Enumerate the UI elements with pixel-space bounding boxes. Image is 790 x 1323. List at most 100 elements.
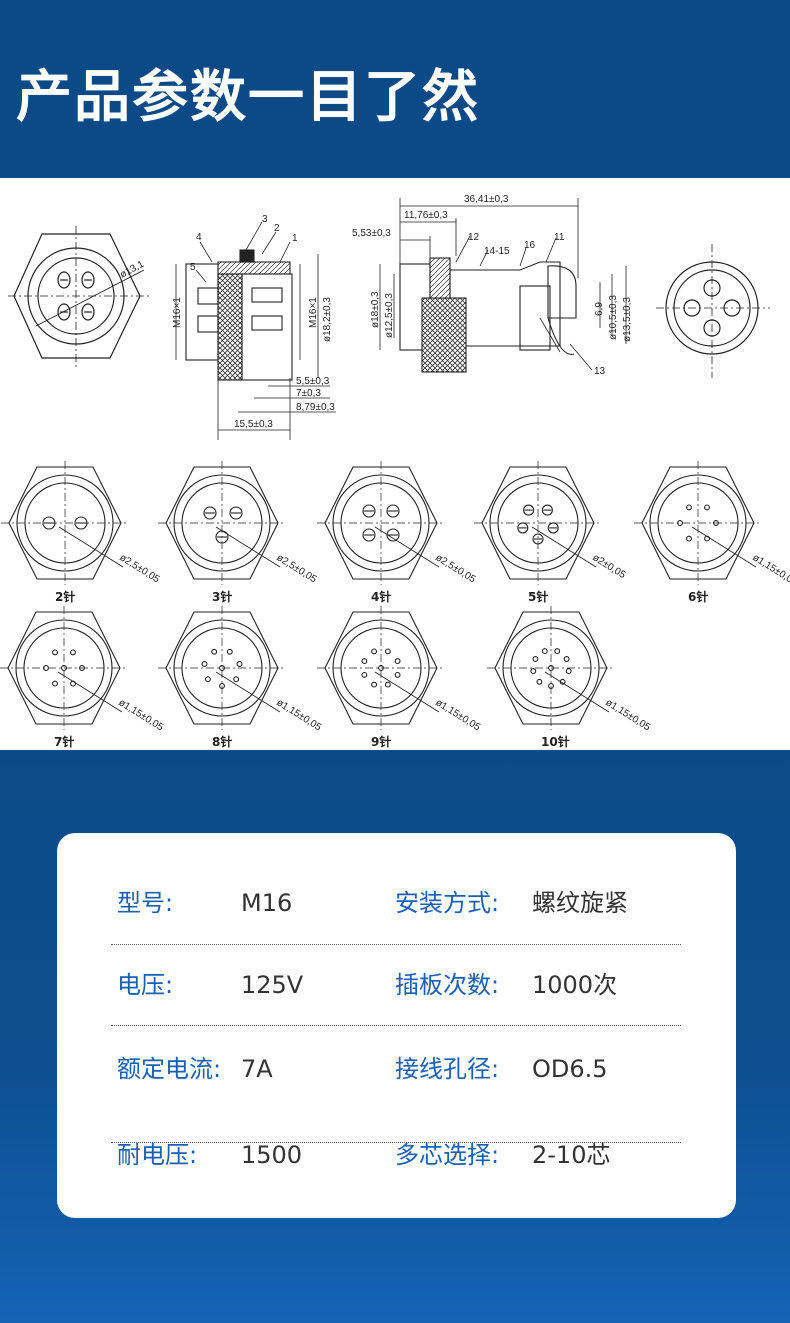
spec-row: 额定电流: 7A 接线孔径: OD6.5	[111, 1047, 681, 1143]
pin-hole	[79, 665, 85, 671]
pin-hole	[384, 681, 391, 688]
side-view	[175, 221, 336, 440]
pin-hole	[362, 528, 376, 542]
pin-dim: ø1,15±0,05	[274, 697, 323, 733]
pin-count-label: 10针	[541, 734, 570, 749]
pin-hole	[43, 665, 49, 671]
spec-section: 型号: M16 安装方式: 螺纹旋紧 电压: 125V 插板次数: 1000次 …	[0, 750, 790, 1323]
pin-hole	[536, 678, 543, 685]
dim-13-1: ø13,1	[118, 259, 146, 281]
pin-count-label: 2针	[55, 589, 75, 604]
pin-dim: ø1,15±0,05	[750, 552, 790, 588]
pin-hole	[378, 665, 384, 671]
dim-6-9: 6,9	[594, 302, 605, 316]
spec-card: 型号: M16 安装方式: 螺纹旋紧 电压: 125V 插板次数: 1000次 …	[57, 833, 736, 1218]
dim-10-5: ø10,5±0,3	[608, 295, 619, 340]
spec-row: 耐电压: 1500 多芯选择: 2-10芯	[111, 1133, 681, 1213]
spec-value: 螺纹旋紧	[532, 889, 628, 917]
pin-hole	[371, 648, 378, 655]
callout-12: 13	[594, 366, 606, 377]
spec-label: 插板次数:	[395, 971, 500, 999]
pin-hole	[361, 671, 368, 678]
spec-value: 1500	[241, 1141, 303, 1169]
row-divider	[111, 1142, 681, 1143]
pin-dim: ø2,5±0,05	[274, 552, 318, 585]
pin-hole	[677, 520, 683, 526]
pin-hole	[386, 504, 400, 518]
dim-8-79: 8,79±0,3	[296, 402, 335, 413]
dim-m16-a: M16×1	[172, 297, 183, 328]
spec-label: 电压:	[117, 971, 174, 999]
callout-3: 3	[262, 214, 268, 225]
pin-dim: ø1,15±0,05	[603, 697, 652, 733]
spec-label: 型号:	[117, 889, 174, 917]
pin-layout-6	[634, 461, 762, 585]
pin-hole	[52, 680, 58, 687]
pin-hole	[523, 504, 535, 516]
pin-dim: ø1,15±0,05	[433, 697, 482, 733]
pin-hole	[203, 506, 217, 520]
callout-1: 1	[292, 233, 298, 244]
pin-count-label: 8针	[212, 734, 232, 749]
pin-hole	[201, 661, 208, 667]
pin-hole	[394, 671, 401, 678]
dim-7: 7±0,3	[296, 388, 321, 399]
spec-row: 电压: 125V 插板次数: 1000次	[111, 963, 681, 1043]
front-view	[8, 226, 150, 368]
pin-layout-9	[317, 606, 445, 730]
callout-4: 4	[196, 232, 202, 243]
spec-label: 多芯选择:	[395, 1141, 500, 1169]
spec-value: 125V	[241, 971, 304, 999]
header-banner: 产品参数一目了然	[0, 0, 790, 178]
pin-hole	[236, 661, 243, 667]
pin-hole	[371, 681, 378, 688]
row-divider	[111, 1025, 681, 1026]
pin-hole	[565, 668, 572, 675]
callout-13: 12	[468, 232, 480, 243]
callout-2: 2	[274, 223, 280, 234]
spec-value: 2-10芯	[532, 1141, 611, 1169]
pin-count-label: 7针	[54, 734, 74, 749]
pin-hole	[541, 648, 548, 655]
pin-dim: ø2,5±0,05	[433, 552, 477, 585]
spec-label: 额定电流:	[117, 1055, 222, 1083]
dim-15-5: 15,5±0,3	[234, 419, 273, 430]
spec-value: OD6.5	[532, 1055, 608, 1083]
pin-hole	[384, 648, 391, 655]
dim-18-2: ø18,2±0,3	[322, 297, 333, 342]
pin-hole	[52, 649, 58, 656]
pin-hole	[233, 676, 240, 683]
pin-hole	[211, 648, 218, 655]
pin-hole	[42, 516, 56, 530]
spec-value: M16	[241, 889, 293, 917]
pin-hole	[548, 665, 554, 671]
pin-hole	[229, 506, 243, 520]
spec-label: 接线孔径:	[395, 1055, 500, 1083]
dim-m16-b: M16×1	[308, 297, 319, 328]
pin-hole	[74, 516, 88, 530]
pin-hole	[532, 533, 544, 545]
pin-count-label: 6针	[688, 589, 708, 604]
pin-count-label: 9针	[371, 734, 391, 749]
pin-hole	[713, 520, 719, 526]
callout-5: 5	[190, 262, 196, 273]
spec-row: 型号: M16 安装方式: 螺纹旋紧	[111, 881, 681, 961]
page-title: 产品参数一目了然	[16, 65, 480, 130]
pin-layout-4	[317, 461, 445, 585]
pin-hole	[61, 665, 67, 671]
rear-view	[656, 244, 770, 378]
drawing-svg: ø13,1 4 3 2	[0, 194, 790, 749]
pin-layout-2	[1, 461, 129, 585]
callout-16: 16	[524, 240, 536, 251]
spec-label: 安装方式:	[395, 889, 500, 917]
pin-hole	[532, 656, 539, 662]
dim-36-41: 36,41±0,3	[464, 194, 509, 205]
pin-hole	[517, 522, 529, 534]
pin-hole	[563, 656, 570, 662]
pin-hole	[686, 535, 692, 542]
pin-layout-3	[158, 461, 286, 585]
pin-hole	[554, 648, 561, 655]
pin-dim: ø2,5±0,05	[117, 552, 161, 585]
pin-layout-5	[474, 461, 602, 585]
spec-value: 1000次	[532, 971, 618, 999]
